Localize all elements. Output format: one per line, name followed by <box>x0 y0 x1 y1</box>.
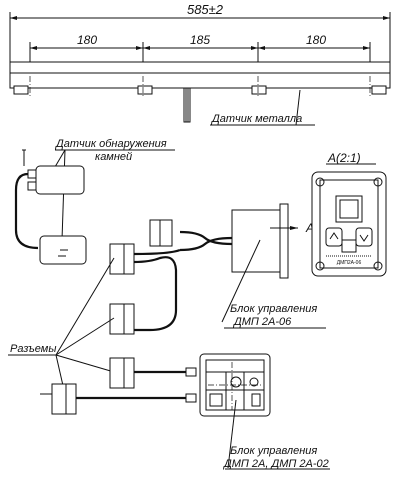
view-a-title: А(2:1) <box>327 151 361 165</box>
unit-06-label-line1: Блок управления <box>230 303 317 315</box>
connector-leaders <box>8 257 115 391</box>
control-unit-02 <box>40 353 330 470</box>
view-a-panel <box>311 171 387 277</box>
dimension-total: 585±2 <box>187 2 224 17</box>
connectors-label: Разъемы <box>10 343 56 355</box>
dimension-lines <box>9 12 391 82</box>
metal-sensor-bar <box>9 61 391 126</box>
stone-sensors <box>14 149 175 265</box>
stone-sensor-label-line2: камней <box>95 151 132 163</box>
dimension-right: 180 <box>306 33 326 47</box>
unit-02-label-line1: Блок управления <box>230 445 317 457</box>
panel-model-label: ДМП2А-06 <box>337 260 362 266</box>
stone-sensor-label-line1: Датчик обнаружения <box>54 138 167 150</box>
unit-06-label-line2: ДМП 2А-06 <box>232 316 292 328</box>
control-unit-06 <box>109 203 298 335</box>
dimension-mid: 185 <box>190 33 210 47</box>
metal-sensor-label: Датчик металла <box>210 113 302 125</box>
dimension-left: 180 <box>77 33 97 47</box>
view-arrow-label: А <box>305 221 314 235</box>
unit-02-label-line2: ДМП 2А, ДМП 2А-02 <box>222 458 329 470</box>
